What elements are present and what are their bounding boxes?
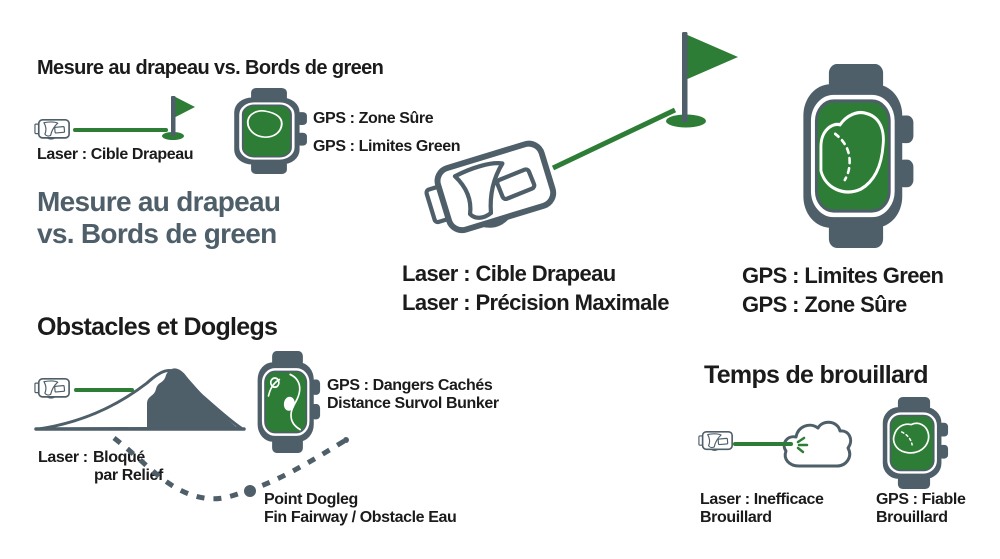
golf-flag-large-icon (664, 28, 744, 130)
right-gps-line1: GPS : Limites Green (742, 263, 944, 288)
fog-gps-line2: Brouillard (876, 509, 948, 526)
center-laser-line1: Laser : Cible Drapeau (402, 261, 616, 286)
flag-section-subheading: Mesure au drapeau vs. Bords de green (37, 186, 281, 250)
laser-beam-diagonal (545, 100, 680, 175)
laser-rangefinder-icon (34, 376, 71, 401)
fog-section-heading: Temps de brouillard (704, 361, 928, 389)
hill-icon (33, 356, 247, 434)
laser-rangefinder-icon (34, 117, 71, 142)
dogleg-labels: Point Dogleg Fin Fairway / Obstacle Eau (264, 491, 457, 527)
laser-cible-drapeau-label: Laser : Cible Drapeau (37, 146, 194, 163)
gps-limites-green-label: GPS : Limites Green (313, 138, 461, 155)
fog-laser-line2: Brouillard (700, 509, 772, 526)
dogleg-path-icon (100, 432, 356, 504)
laser-rangefinder-icon (698, 429, 734, 453)
cloud-icon (777, 414, 855, 472)
center-laser-labels: Laser : Cible Drapeau Laser : Précision … (402, 259, 669, 317)
laser-beam (73, 128, 168, 132)
subheading-line2: vs. Bords de green (37, 218, 277, 249)
right-gps-labels: GPS : Limites Green GPS : Zone Sûre (742, 261, 944, 319)
gps-zone-sure-label: GPS : Zone Sûre (313, 110, 434, 127)
obstacles-section-heading: Obstacles et Doglegs (37, 313, 278, 341)
laser-blocked-prefix: Laser : (38, 449, 88, 466)
laser-beam-blocked (74, 388, 134, 392)
dogleg-line2: Fin Fairway / Obstacle Eau (264, 509, 457, 526)
laser-rangefinder-large-icon (415, 129, 567, 252)
laser-beam-fog (733, 442, 793, 446)
obstacles-gps-line2: Distance Survol Bunker (327, 395, 499, 412)
right-gps-line2: GPS : Zone Sûre (742, 292, 907, 317)
center-laser-line2: Laser : Précision Maximale (402, 290, 669, 315)
fog-laser-line1: Laser : Inefficace (700, 491, 824, 508)
golf-flag-icon (160, 94, 200, 142)
gps-watch-large-icon (797, 64, 915, 248)
flag-section-heading: Mesure au drapeau vs. Bords de green (37, 57, 384, 79)
obstacles-gps-line1: GPS : Dangers Cachés (327, 377, 493, 394)
fog-gps-line1: GPS : Fiable (876, 491, 966, 508)
fog-gps-labels: GPS : Fiable Brouillard (876, 491, 966, 527)
dogleg-line1: Point Dogleg (264, 491, 358, 508)
laser-scatter-icon (788, 431, 814, 457)
subheading-line1: Mesure au drapeau (37, 186, 281, 217)
obstacles-gps-labels: GPS : Dangers Cachés Distance Survol Bun… (327, 377, 499, 413)
laser-blocked-word2: par Relief (94, 467, 163, 484)
gps-watch-icon (879, 397, 949, 489)
gps-watch-icon (230, 88, 308, 174)
gps-watch-icon (254, 351, 321, 453)
fog-laser-labels: Laser : Inefficace Brouillard (700, 491, 824, 527)
